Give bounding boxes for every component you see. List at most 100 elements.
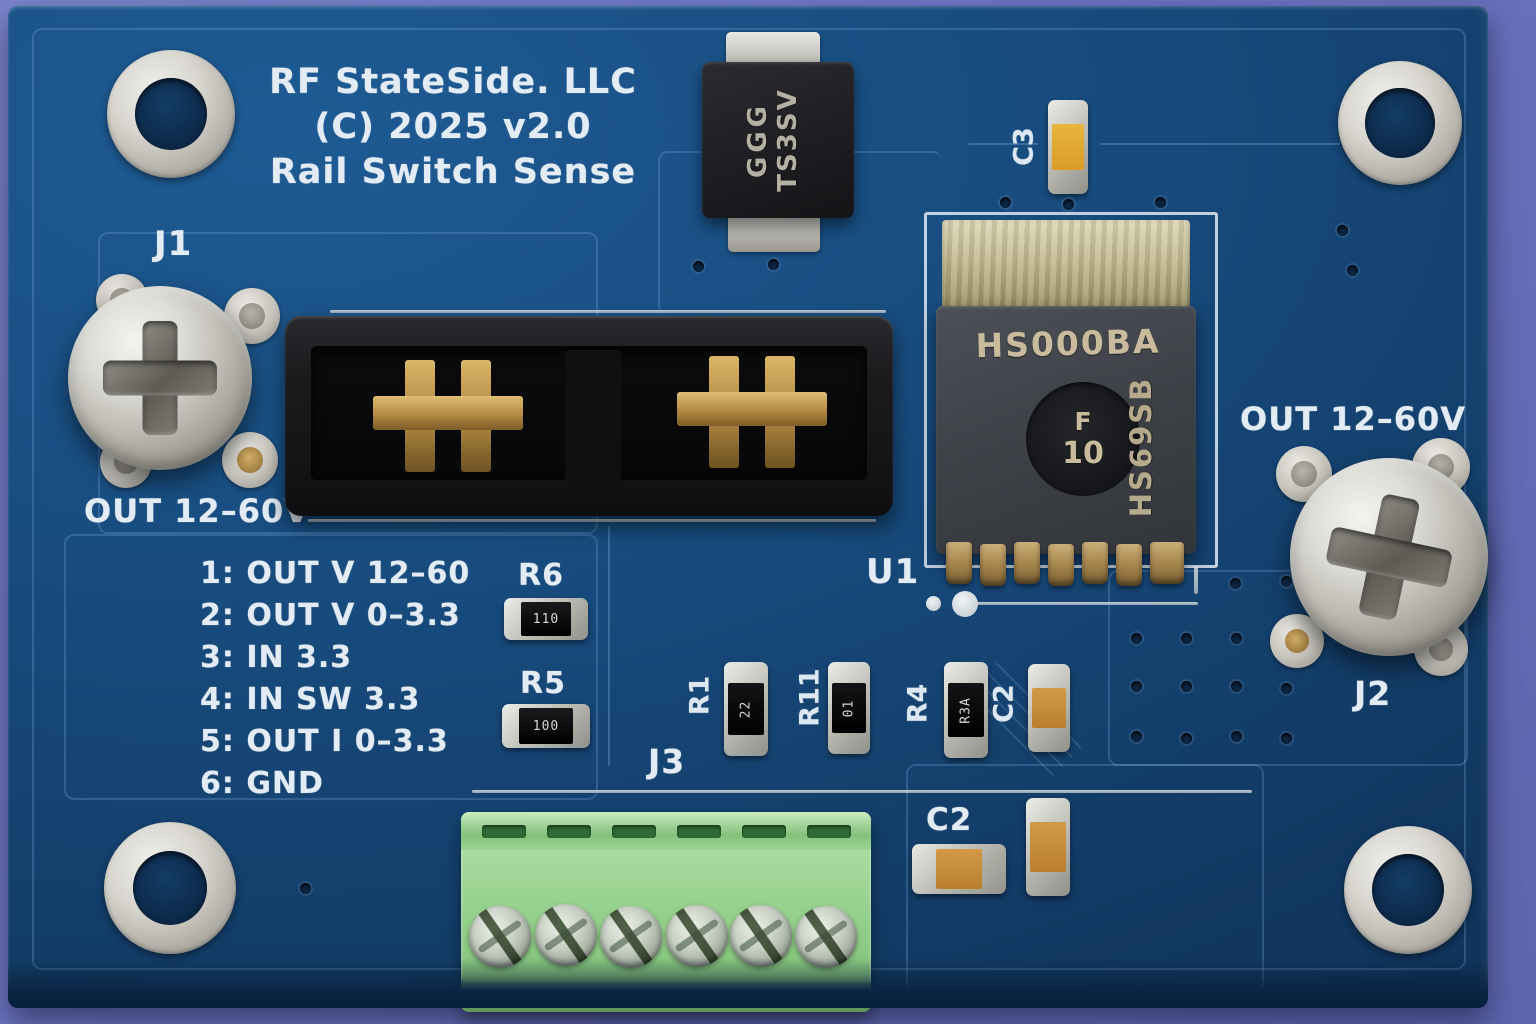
pinout-line-3: 3: IN 3.3 [200,640,353,675]
r4-chip-marking: R3A [958,696,974,724]
pin-core-gold [237,447,263,473]
r11-chip-marking: 01 [841,699,857,717]
capacitor-dielectric [1032,688,1066,728]
r11-label: R11 [794,668,826,727]
mosfet-dot-line2: 10 [1062,436,1104,471]
phillips-cross-icon [1272,440,1507,675]
via-dot [1230,578,1241,589]
connector-divider [565,350,621,482]
board-title-line2: (C) 2025 v2.0 [314,107,592,147]
pinout-line-6: 6: GND [200,766,324,801]
board-title-line3: Rail Switch Sense [269,152,637,192]
via-dot [1181,633,1192,644]
pinout-line-1: 1: OUT V 12–60 [200,556,471,591]
terminal-screw [666,905,728,967]
u1-label: U1 [866,552,920,592]
mosfet-drain-tab [942,220,1190,316]
terminal-screw [535,904,597,966]
power-connector-housing [285,316,893,516]
mounting-hole-bore [1365,88,1435,158]
r6-resistor: 110 [504,598,588,640]
via-dot [1281,683,1292,694]
mosfet-lead [980,544,1006,586]
j2-terminal-screw [1290,458,1488,656]
via-dot [1337,225,1348,236]
diode-marking-line1: GGG [743,101,773,179]
resistor-body: 100 [519,708,573,744]
wire-entry-slot [741,824,786,838]
via-dot [1131,731,1142,742]
mosfet-laser-dot: F 10 [1026,382,1140,496]
pinout-line-5: 5: OUT I 0–3.3 [200,724,449,759]
r4-resistor: R3A [944,662,988,758]
board-title-line1: RF StateSide. LLC [269,62,637,102]
mosfet-lead [1116,544,1142,586]
capacitor-dielectric [1052,124,1084,170]
r6-label: R6 [518,558,564,593]
pin-core-gold [1284,628,1310,654]
trace-outline-right-zone [1108,570,1468,766]
via-dot [1000,197,1011,208]
c3-capacitor [1048,100,1088,194]
capacitor-dielectric [936,849,982,889]
via-dot [1231,731,1242,742]
mounting-hole-bottom-left [104,822,236,954]
pcb-board: RF StateSide. LLC (C) 2025 v2.0 Rail Swi… [8,6,1488,1012]
via-dot [1131,633,1142,644]
resistor-body: 110 [521,602,571,636]
tinned-trace-u1-stub [1194,566,1198,594]
c2-mid-label: C2 [988,684,1020,723]
out-right-label: OUT 12–60V [1240,400,1466,438]
contact-blade [677,392,827,426]
r5-chip-marking: 100 [532,718,560,734]
via-dot [1181,681,1192,692]
wire-entry-slot [546,824,591,838]
j2-label: J2 [1354,674,1392,713]
via-dot [1231,681,1242,692]
tinned-trace-u1 [966,602,1198,605]
mosfet-marking-side: HS69SB [1124,376,1158,518]
resistor-body: 01 [832,683,866,733]
terminal-screw [469,906,531,968]
board-bottom-bevel [8,958,1488,1008]
resistor-body: 22 [728,683,764,735]
connector-contact-left [373,360,523,472]
via-dot [768,259,779,270]
wire-entry-slot [806,824,851,838]
trace-line-c3-right [1100,143,1340,145]
diode-body [702,62,854,218]
mosfet-lead [1048,544,1074,586]
wire-entry-slot [481,824,526,838]
pin-core [239,303,265,329]
j3-label: J3 [648,742,686,781]
mosfet-dot-line1: F [1074,407,1092,436]
diode-marking: GGG TS3SV [743,65,813,215]
trace-line-c3-left [968,143,1038,145]
via-dot [300,883,311,894]
r1-resistor: 22 [724,662,768,756]
terminal-screw [730,905,792,967]
trace-outline-pinout-zone [64,534,598,800]
via-dot [1231,633,1242,644]
j1-label: J1 [154,224,193,264]
mounting-hole-bottom-right [1344,826,1472,954]
wire-entry-slot [611,824,656,838]
mosfet-lead [1150,542,1184,584]
r5-resistor: 100 [502,704,590,748]
silk-dot-large [952,591,978,617]
via-dot [1063,199,1074,210]
via-dot [1181,733,1192,744]
capacitor-dielectric [1030,822,1066,872]
mosfet-lead [1014,542,1040,584]
mosfet-lead [1082,542,1108,584]
r11-resistor: 01 [828,662,870,754]
j1-terminal-screw [68,286,252,470]
c3-label: C3 [1008,127,1040,166]
terminal-screw [600,906,662,968]
silk-dot-small [926,596,941,611]
wire-entry-slot [676,824,721,838]
mounting-hole-top-right [1338,61,1462,185]
via-dot [1281,733,1292,744]
c2-mid-capacitor [1028,664,1070,752]
